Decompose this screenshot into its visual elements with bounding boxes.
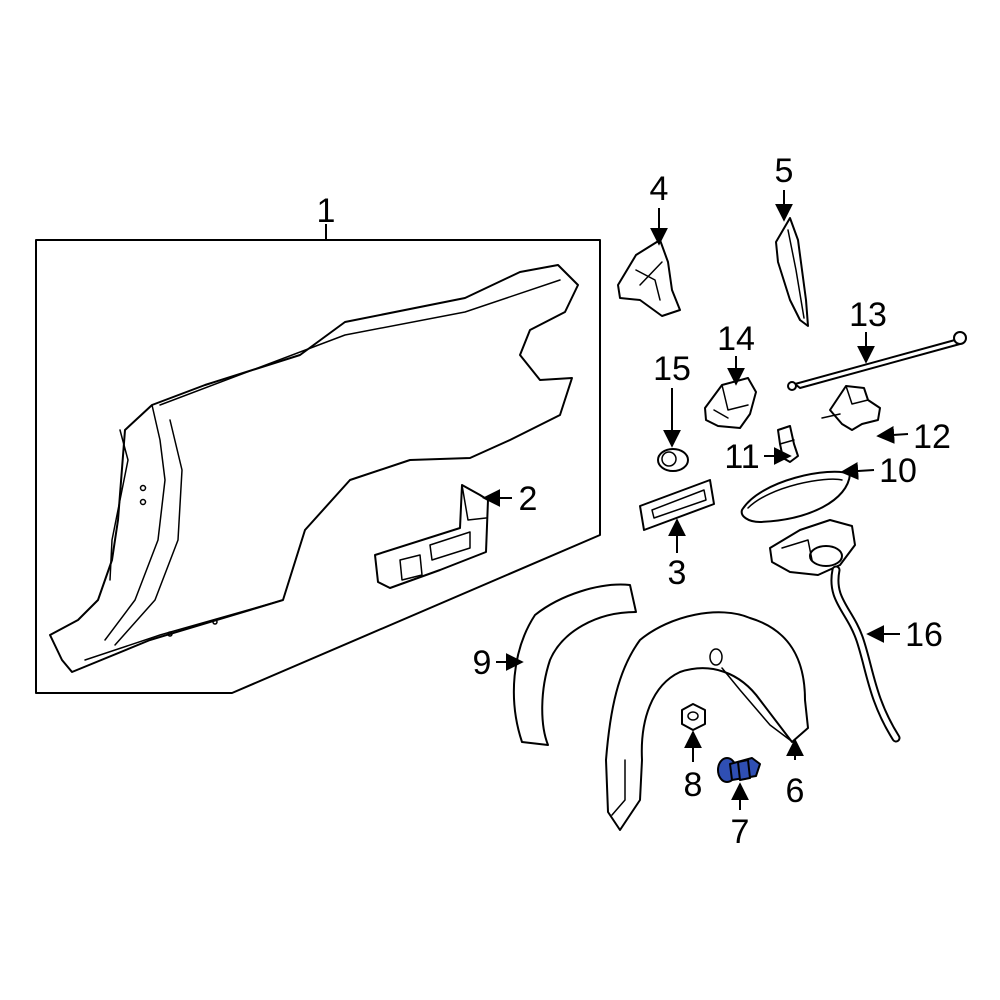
callout-13: 13 bbox=[849, 296, 887, 334]
callout-1: 1 bbox=[317, 192, 336, 230]
callout-labels: 1 2 3 4 5 6 7 8 9 10 11 12 13 14 15 16 bbox=[317, 152, 951, 851]
part-4-bracket bbox=[617, 239, 681, 317]
part-6-wheelhouse-liner bbox=[605, 611, 809, 831]
callout-11: 11 bbox=[724, 438, 759, 476]
callout-10: 10 bbox=[879, 452, 917, 490]
part-15-plug bbox=[657, 448, 689, 472]
callout-9: 9 bbox=[473, 644, 492, 682]
callout-5: 5 bbox=[775, 152, 794, 190]
part-12-actuator bbox=[821, 385, 881, 431]
part-9-wheel-arch-trim bbox=[512, 583, 637, 746]
part-3-latch-housing bbox=[639, 479, 715, 531]
part-7-push-clip bbox=[717, 757, 761, 783]
part-5-seal-strip bbox=[775, 217, 809, 327]
callout-16: 16 bbox=[905, 616, 943, 654]
fuel-filler-housing bbox=[769, 519, 856, 576]
part-16-drain-hose bbox=[830, 565, 901, 743]
part-13-release-cable bbox=[787, 331, 967, 391]
callout-15: 15 bbox=[653, 350, 691, 388]
callout-8: 8 bbox=[684, 766, 703, 804]
quarter-panel bbox=[49, 264, 579, 673]
callout-12: 12 bbox=[913, 418, 951, 456]
callout-2: 2 bbox=[519, 480, 538, 518]
leader-lines bbox=[325, 190, 909, 810]
part-14-bracket bbox=[704, 377, 757, 429]
callout-3: 3 bbox=[668, 554, 687, 592]
part-8-nut bbox=[681, 703, 706, 731]
part-10-fuel-door bbox=[740, 470, 851, 523]
callout-7: 7 bbox=[731, 813, 750, 851]
part-2-inner-bracket bbox=[374, 484, 489, 589]
part-1-quarter-panel-group bbox=[35, 239, 601, 694]
callout-14: 14 bbox=[717, 320, 755, 358]
callout-4: 4 bbox=[650, 170, 669, 208]
callout-6: 6 bbox=[786, 772, 805, 810]
